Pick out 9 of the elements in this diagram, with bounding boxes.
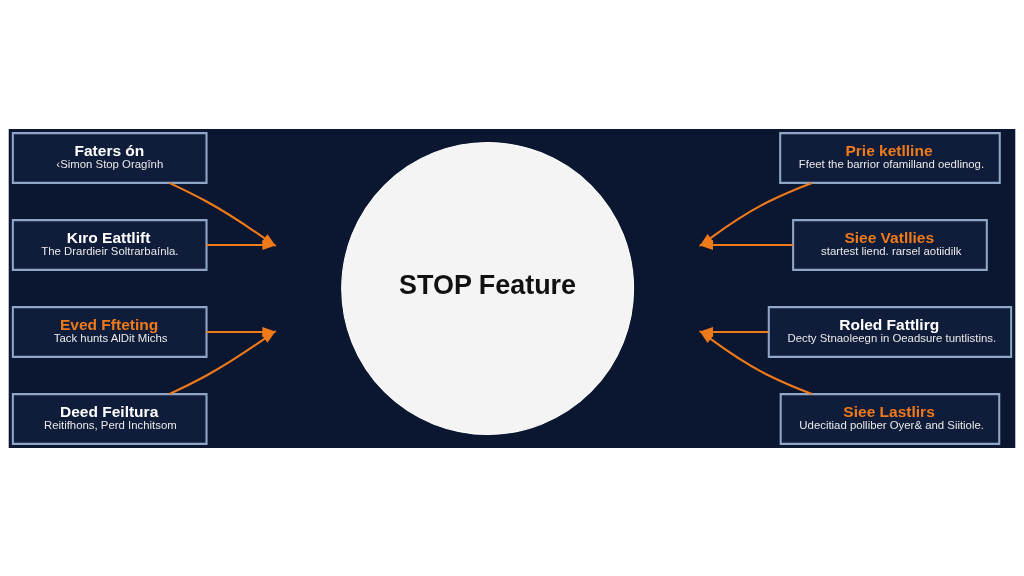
node-box: Siee Lastlirs Udecitiad polliber Oyer& and Siitiole. [779, 392, 1001, 445]
node-box: Kıro Eattlift The Drardieir Soltrarbaínla. [11, 218, 208, 271]
node-box: Roled Fattlirg Decty Stnaoleegn in Oeadsure tuntlistins. [767, 305, 1013, 358]
node-box: Eved Ffteting Tack hunts AlDit Michs [11, 305, 208, 358]
node-box: Siee Vatllies startest liend. rarsel aotiidilk [792, 218, 988, 271]
node-box: Faters ón ‹Simon Stop Oragînh [11, 131, 208, 184]
node-box: Deed Feiltura Reitifhons, Perd Inchitsom [11, 392, 208, 445]
node-circle: STOP Feature [341, 141, 635, 435]
node-box: Prie ketlline Ffeet the barrior ofamilland oedlinog. [779, 131, 1001, 184]
